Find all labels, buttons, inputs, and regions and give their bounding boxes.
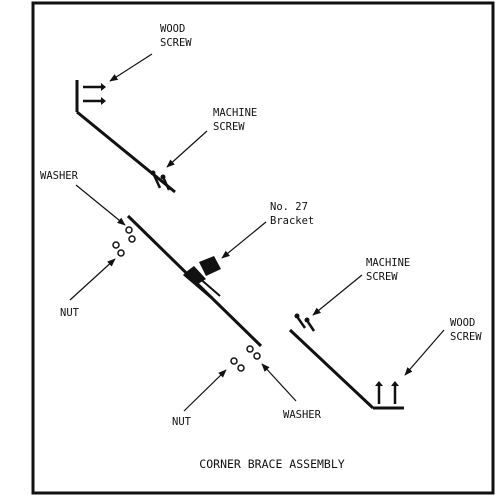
label-machine-screw-right-2: SCREW	[366, 271, 398, 283]
arrow-wood-screw-right	[404, 329, 445, 376]
diagram-frame	[31, 1, 495, 495]
label-washer-bottom: WASHER	[283, 409, 322, 421]
label-washer-left: WASHER	[40, 170, 79, 182]
label-wood-screw-right-2: SCREW	[450, 331, 482, 343]
nuts-left	[112, 241, 125, 257]
label-wood-screw-right-1: WOOD	[450, 317, 475, 329]
label-nut-left: NUT	[60, 307, 80, 319]
machine-screws-upper	[150, 170, 171, 191]
label-bracket-1: No. 27	[270, 201, 308, 213]
arrow-wood-screw-top	[109, 53, 153, 82]
label-machine-screw-top-2: SCREW	[213, 121, 245, 133]
arrow-washer-bottom	[261, 363, 297, 402]
arrow-machine-screw-top	[166, 130, 208, 168]
arrow-nut-bottom	[183, 369, 227, 412]
wood-screws-lower	[375, 381, 399, 404]
arrow-washer-left	[75, 184, 126, 226]
diagram-caption: CORNER BRACE ASSEMBLY	[199, 457, 344, 471]
wood-screws-upper	[83, 83, 106, 105]
label-wood-screw-top-1: WOOD	[160, 23, 185, 35]
arrow-machine-screw-right	[312, 274, 363, 316]
leader-arrows	[69, 53, 445, 412]
nuts-bottom	[230, 357, 245, 372]
diagonal-brace-bar	[126, 214, 263, 348]
machine-screws-lower	[294, 313, 316, 332]
arrow-bracket	[221, 221, 267, 259]
bracket-no27	[183, 256, 221, 300]
label-bracket-2: Bracket	[270, 215, 314, 227]
lower-brace-plate	[288, 328, 404, 410]
label-nut-bottom: NUT	[172, 416, 192, 428]
label-machine-screw-right-1: MACHINE	[366, 257, 410, 269]
washers-left	[125, 226, 136, 243]
label-wood-screw-top-2: SCREW	[160, 37, 192, 49]
arrow-nut-left	[69, 258, 116, 301]
washers-bottom	[246, 345, 261, 360]
label-machine-screw-top-1: MACHINE	[213, 107, 257, 119]
upper-brace-plate	[75, 80, 176, 194]
